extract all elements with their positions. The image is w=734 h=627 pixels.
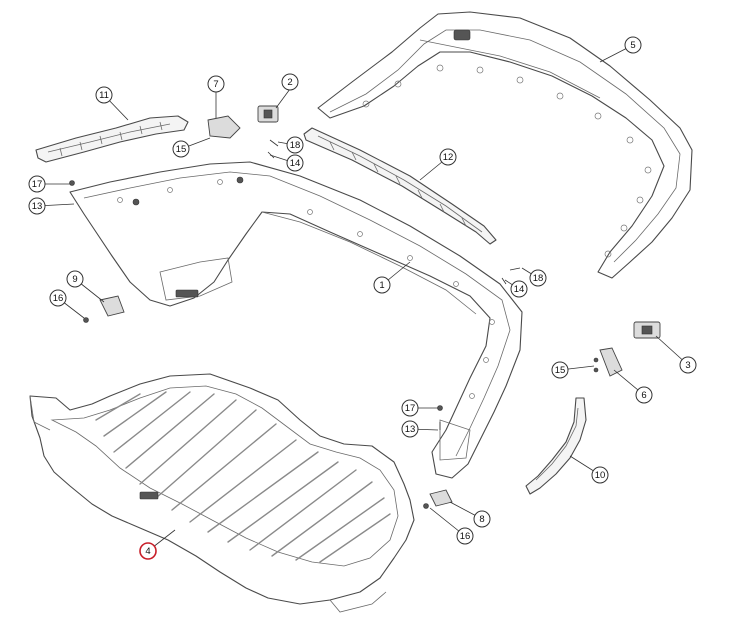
- callout-c3: 3: [679, 356, 697, 374]
- callout-circle: [439, 148, 457, 166]
- part-4-ribs: [95, 391, 391, 563]
- callout-c17b: 17: [401, 399, 419, 417]
- callout-circle: [624, 36, 642, 54]
- callout-label: 14: [290, 158, 301, 169]
- callout-label: 2: [287, 77, 292, 88]
- part-2-bracket: [257, 105, 279, 123]
- part-12-reinforcement-strip: [303, 127, 497, 245]
- callout-circle: [591, 466, 609, 484]
- callout-label: 16: [460, 531, 471, 542]
- callout-circle: [286, 154, 304, 172]
- callout-circle: [456, 527, 474, 545]
- callout-c10: 10: [591, 466, 609, 484]
- callout-circle: [28, 175, 46, 193]
- callout-circle: [510, 280, 528, 298]
- part-6-bracket: [599, 347, 623, 377]
- callout-circle: [529, 269, 547, 287]
- fastener-group: [69, 139, 599, 509]
- callout-label: 7: [213, 79, 218, 90]
- callout-circle: [49, 289, 67, 307]
- part-1-lower-bumper-cover: [69, 161, 523, 479]
- callout-c4: 4: [139, 542, 157, 560]
- callout-circle: [139, 542, 157, 560]
- callout-c8: 8: [473, 510, 491, 528]
- callout-circle: [281, 73, 299, 91]
- callout-label: 16: [53, 293, 64, 304]
- part-1-hole-row: [117, 179, 495, 399]
- callout-label: 15: [176, 144, 187, 155]
- callout-label: 3: [685, 360, 690, 371]
- callout-c14a: 14: [286, 154, 304, 172]
- callout-c18a: 18: [286, 136, 304, 154]
- callout-label: 13: [32, 201, 43, 212]
- callout-circle: [172, 140, 190, 158]
- callout-label: 12: [443, 152, 454, 163]
- callout-c1: 1: [373, 276, 391, 294]
- callout-label: 18: [533, 273, 544, 284]
- callout-c6: 6: [635, 386, 653, 404]
- callout-c2: 2: [281, 73, 299, 91]
- callout-circle: [679, 356, 697, 374]
- part-10-side-reinforcement: [525, 397, 587, 495]
- part-11-left-reinforcement: [35, 115, 189, 163]
- callout-label: 4: [145, 546, 150, 557]
- callout-circle: [401, 399, 419, 417]
- part-8-bracket: [429, 489, 453, 507]
- callout-label: 13: [405, 424, 416, 435]
- callout-label: 15: [555, 365, 566, 376]
- callout-label: 11: [99, 90, 109, 101]
- callout-c14b: 14: [510, 280, 528, 298]
- callout-circle: [66, 270, 84, 288]
- callout-c16a: 16: [49, 289, 67, 307]
- callout-label: 5: [630, 40, 635, 51]
- callout-label: 17: [405, 403, 416, 414]
- part-5-hole-row: [362, 64, 652, 258]
- callout-c18b: 18: [529, 269, 547, 287]
- callout-label: 9: [72, 274, 77, 285]
- part-9-bracket: [99, 295, 125, 317]
- callout-c11: 11: [95, 86, 113, 104]
- callout-circle: [286, 136, 304, 154]
- callout-label: 6: [641, 390, 646, 401]
- callout-c13a: 13: [28, 197, 46, 215]
- callout-circle: [401, 420, 419, 438]
- callout-circle: [473, 510, 491, 528]
- callout-c12: 12: [439, 148, 457, 166]
- callout-circle: [551, 361, 569, 379]
- callout-c16b: 16: [456, 527, 474, 545]
- callout-c13b: 13: [401, 420, 419, 438]
- callout-c17a: 17: [28, 175, 46, 193]
- callout-label: 8: [479, 514, 484, 525]
- callout-c15b: 15: [551, 361, 569, 379]
- callout-label: 10: [595, 470, 606, 481]
- callout-label: 18: [290, 140, 301, 151]
- part-4-underbody-shield: [29, 373, 415, 613]
- callout-circle: [28, 197, 46, 215]
- callout-circle: [635, 386, 653, 404]
- callout-c5: 5: [624, 36, 642, 54]
- callout-label: 14: [514, 284, 525, 295]
- callout-c9: 9: [66, 270, 84, 288]
- part-3-bracket: [633, 321, 661, 339]
- callout-circle: [95, 86, 113, 104]
- callout-c15a: 15: [172, 140, 190, 158]
- callout-c7: 7: [207, 75, 225, 93]
- callout-label: 17: [32, 179, 43, 190]
- callout-circle: [207, 75, 225, 93]
- part-7-bracket: [207, 115, 241, 139]
- callout-circle: [373, 276, 391, 294]
- callout-label: 1: [379, 280, 384, 291]
- part-5-upper-bumper-cover: [317, 11, 693, 279]
